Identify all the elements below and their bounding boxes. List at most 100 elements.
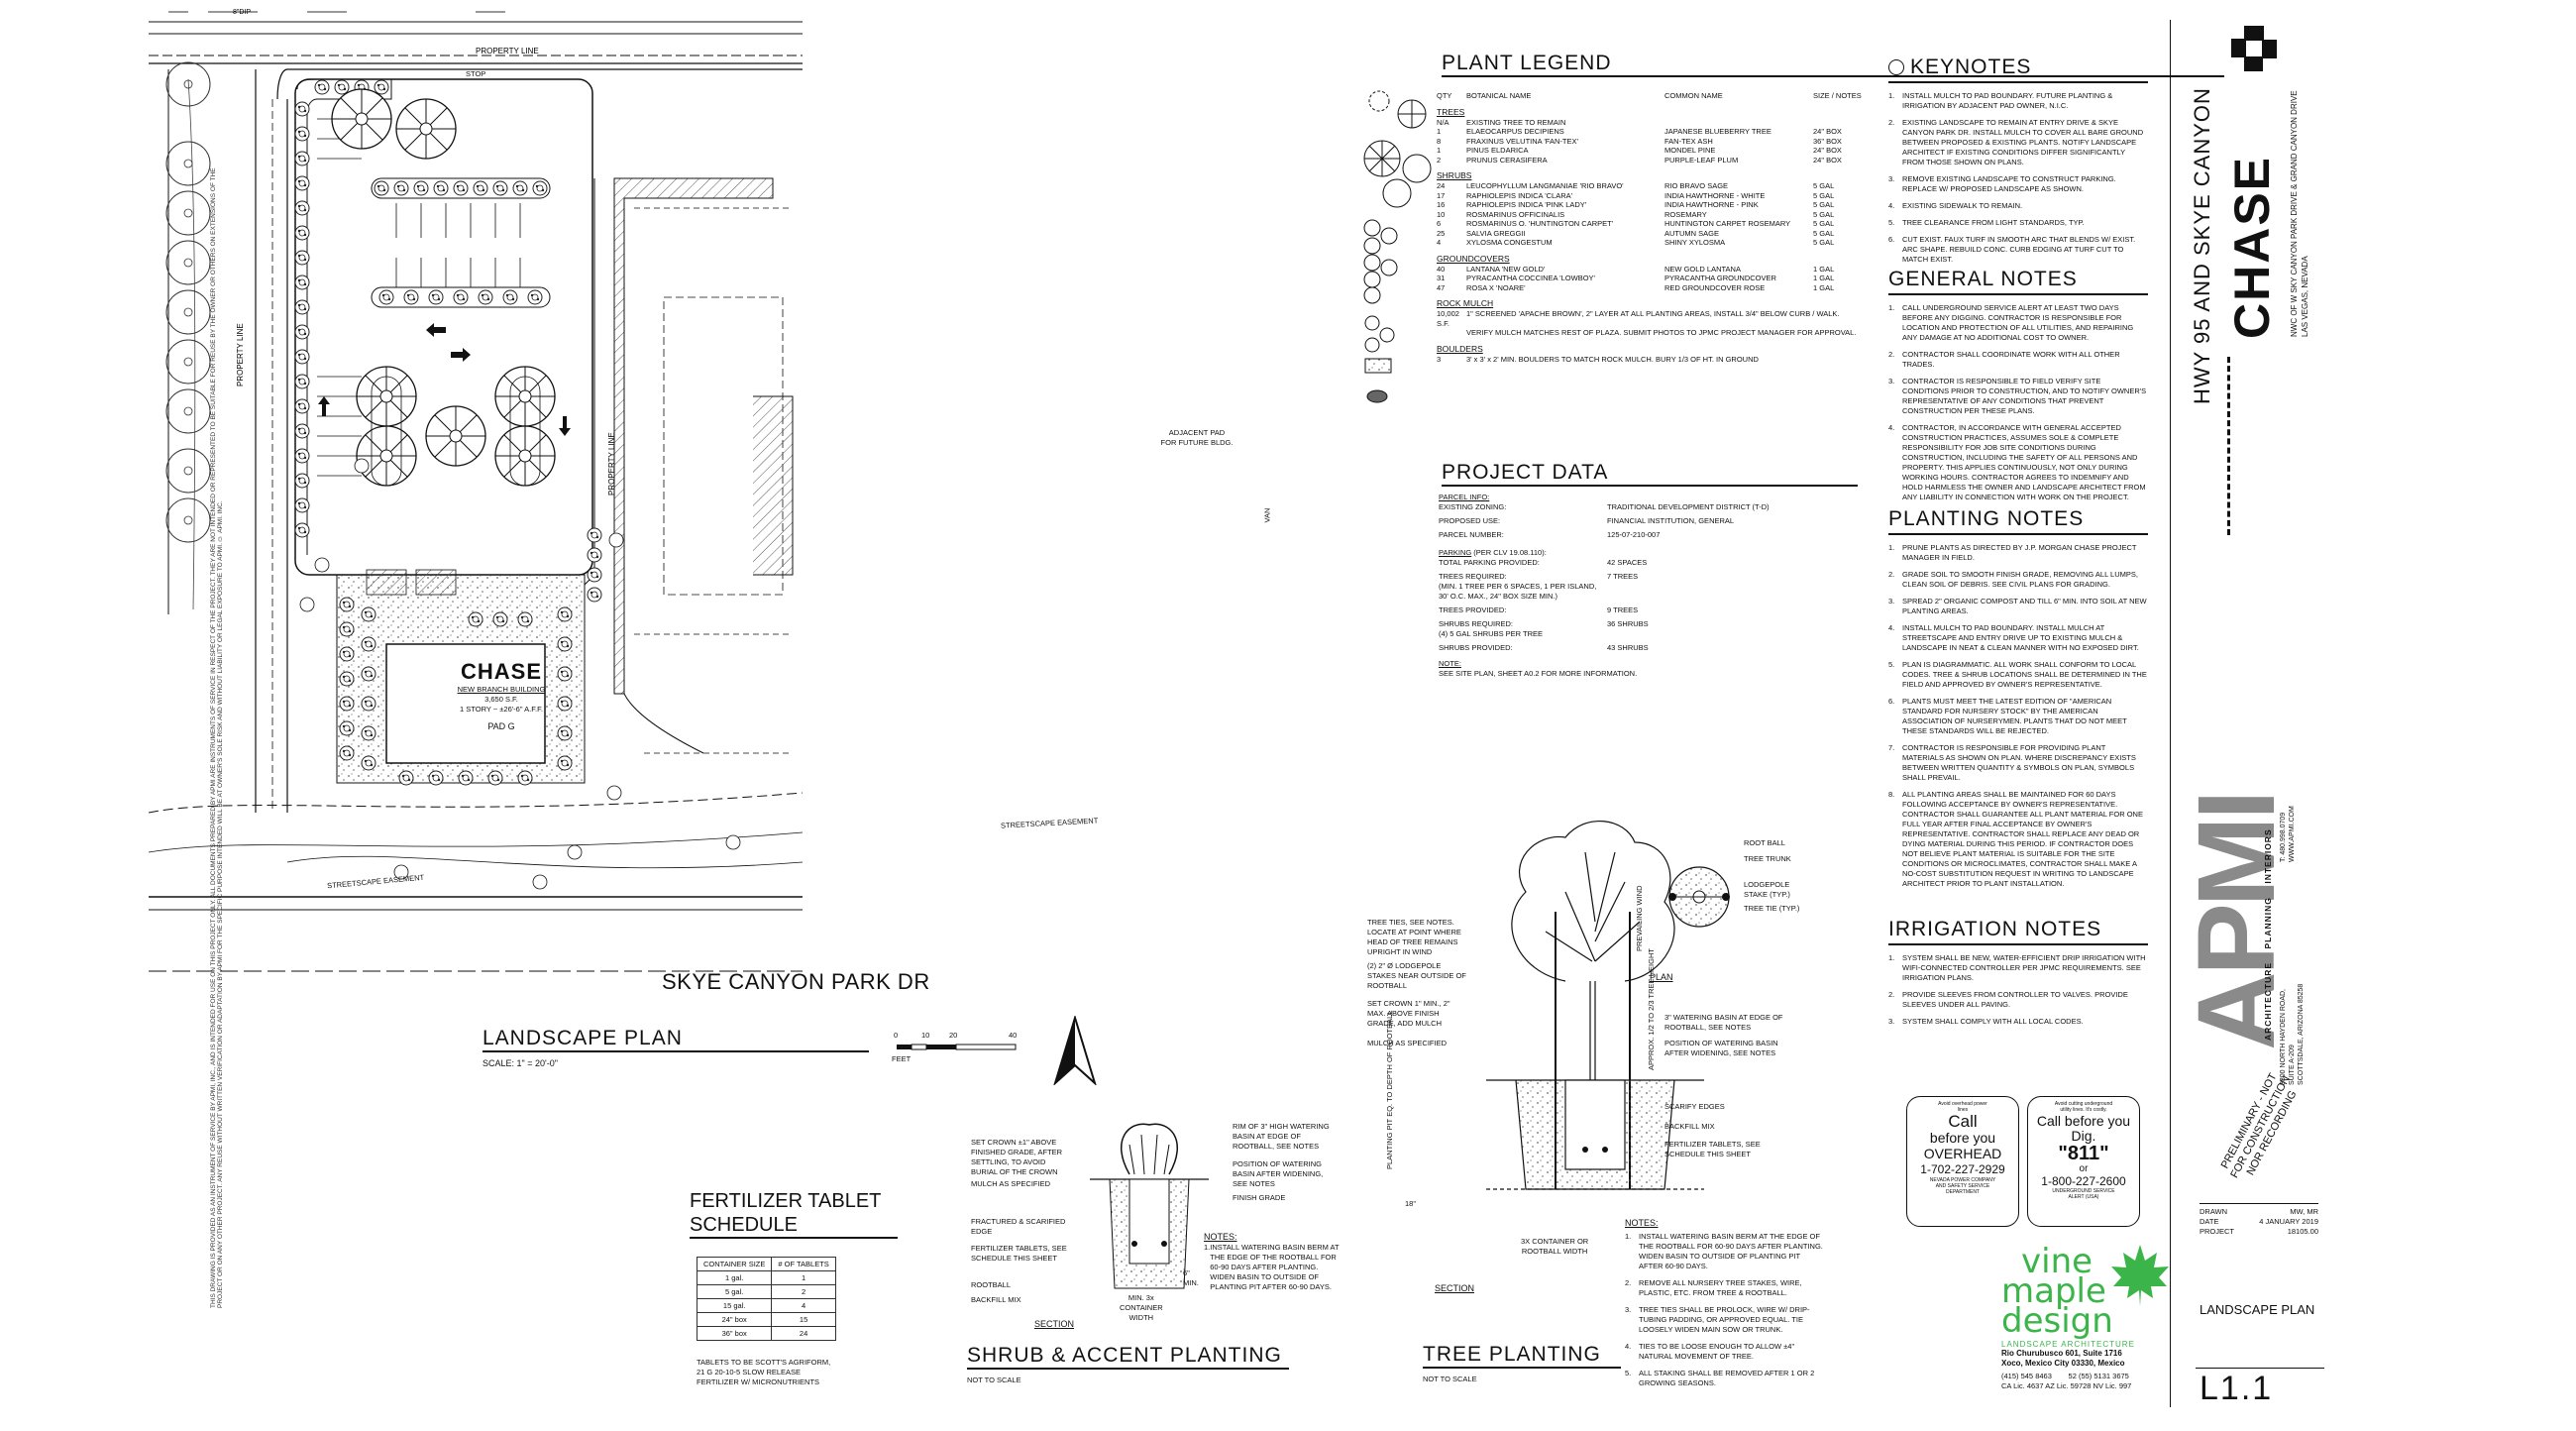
- legend-cell: 31: [1437, 274, 1446, 282]
- parcel-rows: EXISTING ZONING:TRADITIONAL DEVELOPMENT …: [1439, 502, 1875, 540]
- list-item-text: REMOVE ALL NURSERY TREE STAKES, WIRE, PL…: [1639, 1278, 1802, 1297]
- shrub-detail-subtitle: NOT TO SCALE: [967, 1376, 1021, 1384]
- nv-small-bottom: NEVADA POWER COMPANY AND SAFETY SERVICE …: [1929, 1177, 1996, 1195]
- project-note: SEE SITE PLAN, SHEET A0.2 FOR MORE INFOR…: [1439, 669, 1638, 678]
- legend-cell: RAPHIOLEPIS INDICA 'PINK LADY': [1466, 200, 1587, 209]
- legend-header-size: SIZE / NOTES: [1813, 91, 1862, 100]
- nv-before: before you: [1929, 1130, 1996, 1146]
- building-pad: PAD G: [487, 721, 515, 731]
- project-data-value: TRADITIONAL DEVELOPMENT DISTRICT (T-D): [1607, 502, 1770, 511]
- table-row: SHRUBS PROVIDED:43 SHRUBS: [1439, 643, 1875, 653]
- list-item: 5.TREE CLEARANCE FROM LIGHT STANDARDS, T…: [1888, 218, 2148, 228]
- tree-dim-pit: PLANTING PIT EQ. TO DEPTH OF ROOTBALL: [1385, 1010, 1394, 1169]
- general-notes-title: GENERAL NOTES: [1888, 268, 2078, 290]
- parking-ref: (PER CLV 19.08.110):: [1473, 548, 1547, 557]
- list-item-text: TREE TIES SHALL BE PROLOCK, WIRE W/ DRIP…: [1639, 1305, 1810, 1334]
- shrub-label-position: POSITION OF WATERING BASIN AFTER WIDENIN…: [1233, 1159, 1324, 1188]
- list-item: 4.EXISTING SIDEWALK TO REMAIN.: [1888, 201, 2148, 211]
- list-item: 1.SYSTEM SHALL BE NEW, WATER-EFFICIENT D…: [1888, 953, 2148, 983]
- tree-plan-stake: LODGEPOLE STAKE (TYP.): [1744, 880, 1790, 899]
- legend-cell: RED GROUNDCOVER ROSE: [1664, 282, 1766, 292]
- table-row: TOTAL PARKING PROVIDED:42 SPACES: [1439, 558, 1875, 568]
- north-arrow-icon: [1053, 1016, 1097, 1085]
- copyright-text: THIS DRAWING IS PROVIDED AS AN INSTRUMEN…: [210, 167, 222, 1308]
- legend-cell: [1437, 328, 1466, 338]
- date-label: DATE: [2200, 1217, 2219, 1226]
- call-811-badge: Avoid cutting underground utility lines.…: [2027, 1096, 2140, 1227]
- list-item-text: CONTRACTOR SHALL COORDINATE WORK WITH AL…: [1902, 350, 2120, 369]
- titleblock-divider: [2170, 20, 2171, 1407]
- legend-cell: ROSMARINUS O. 'HUNTINGTON CARPET': [1466, 219, 1614, 228]
- list-item: 3.SYSTEM SHALL COMPLY WITH ALL LOCAL COD…: [1888, 1017, 2148, 1027]
- legend-cell: 5 GAL: [1813, 181, 1835, 190]
- legend-cell: 1: [1437, 146, 1442, 155]
- legend-cell: [1664, 118, 1813, 128]
- list-item-text: CUT EXIST. FAUX TURF IN SMOOTH ARC THAT …: [1902, 235, 2136, 264]
- shrub-section-label: SECTION: [1034, 1319, 1075, 1329]
- legend-cell: 2: [1437, 155, 1442, 165]
- scale-tick-40: 40: [1009, 1031, 1018, 1040]
- general-notes-title-block: GENERAL NOTES: [1888, 268, 2148, 295]
- legend-cell: [1813, 118, 1882, 128]
- legend-cell: 1 GAL: [1813, 264, 1835, 274]
- legend-cell: 5 GAL: [1813, 200, 1835, 209]
- site-property-line-left: PROPERTY LINE: [236, 323, 245, 386]
- fertilizer-note: TABLETS TO BE SCOTT'S AGRIFORM, 21 G 20-…: [697, 1358, 831, 1386]
- tree-plan-label: PLAN: [1650, 972, 1673, 982]
- list-item: 8.ALL PLANTING AREAS SHALL BE MAINTAINED…: [1888, 790, 2148, 889]
- legend-cell: 10: [1437, 209, 1446, 219]
- ug-call: Call before you: [2036, 1113, 2131, 1129]
- legend-cell: 16: [1437, 200, 1446, 209]
- fert-cell: 15: [771, 1312, 836, 1327]
- table-row: 1 gal.1: [696, 1270, 836, 1285]
- chase-wordmark: CHASE: [2224, 155, 2280, 339]
- tree-dim-width: 3X CONTAINER OR ROOTBALL WIDTH: [1521, 1237, 1589, 1256]
- project-data-label: TREES PROVIDED:: [1439, 605, 1507, 614]
- scale-bar-graphic: [897, 1044, 1017, 1050]
- plant-legend-title: PLANT LEGEND: [1442, 52, 1612, 74]
- legend-cell: EXISTING TREE TO REMAIN: [1466, 117, 1566, 127]
- fert-header-size: CONTAINER SIZE: [696, 1257, 773, 1271]
- list-item-number: 3.: [1888, 174, 1895, 183]
- project-data-value: 7 TREES: [1607, 572, 1639, 581]
- table-row: 10,002 S.F.1" SCREENED 'APACHE BROWN', 2…: [1437, 309, 2229, 328]
- list-item-text: SPREAD 2" ORGANIC COMPOST AND TILL 6" MI…: [1902, 597, 2147, 615]
- legend-cell: 4: [1437, 238, 1442, 247]
- vmd-name-3: design: [2001, 1301, 2113, 1341]
- list-item-number: 3.: [1625, 1305, 1632, 1314]
- fert-cell: 1 gal.: [696, 1270, 773, 1285]
- list-item-text: PROVIDE SLEEVES FROM CONTROLLER TO VALVE…: [1902, 990, 2128, 1009]
- copyright-strip: THIS DRAWING IS PROVIDED AS AN INSTRUMEN…: [210, 159, 222, 1308]
- list-item-text: SYSTEM SHALL COMPLY WITH ALL LOCAL CODES…: [1902, 1017, 2084, 1026]
- list-item-number: 1.: [1625, 1232, 1632, 1241]
- keynote-circle-icon: [1888, 59, 1904, 75]
- list-item-number: 2.: [1888, 570, 1895, 579]
- list-item-text: PLAN IS DIAGRAMMATIC. ALL WORK SHALL CON…: [1902, 660, 2147, 689]
- apmi-phone: T: 480.998.0709 WWW.APMI.COM: [2280, 806, 2296, 862]
- legend-cell: HUNTINGTON CARPET ROSEMARY: [1664, 219, 1791, 228]
- legend-cell: LEUCOPHYLLUM LANGMANIAE 'RIO BRAVO': [1466, 181, 1624, 190]
- project-title-wrap: HWY 95 AND SKYE CANYON: [2190, 28, 2219, 404]
- legend-cell: PINUS ELDARICA: [1466, 146, 1529, 155]
- apmi-tagline: ARCHITECTURE PLANNING INTERIORS: [2263, 828, 2273, 1041]
- streetscape-label-right: STREETSCAPE EASEMENT: [1000, 816, 1099, 830]
- legend-cell: 3' x 3' x 2' MIN. BOULDERS TO MATCH ROCK…: [1466, 354, 1759, 364]
- list-item-number: 8.: [1888, 790, 1895, 799]
- legend-cell: ELAEOCARPUS DECIPIENS: [1466, 127, 1564, 136]
- tree-detail-title: TREE PLANTING: [1423, 1343, 1601, 1366]
- list-item-number: 7.: [1888, 743, 1895, 752]
- legend-cell: RAPHIOLEPIS INDICA 'CLARA': [1466, 190, 1573, 200]
- call-overhead-badge: Avoid overhead power lines Call before y…: [1906, 1096, 2019, 1227]
- planting-notes-title: PLANTING NOTES: [1888, 507, 2085, 530]
- project-title: HWY 95 AND SKYE CANYON: [2190, 87, 2214, 404]
- vmd-tagline: LANDSCAPE ARCHITECTURE: [2001, 1340, 2135, 1349]
- list-item-number: 1.: [1888, 303, 1895, 312]
